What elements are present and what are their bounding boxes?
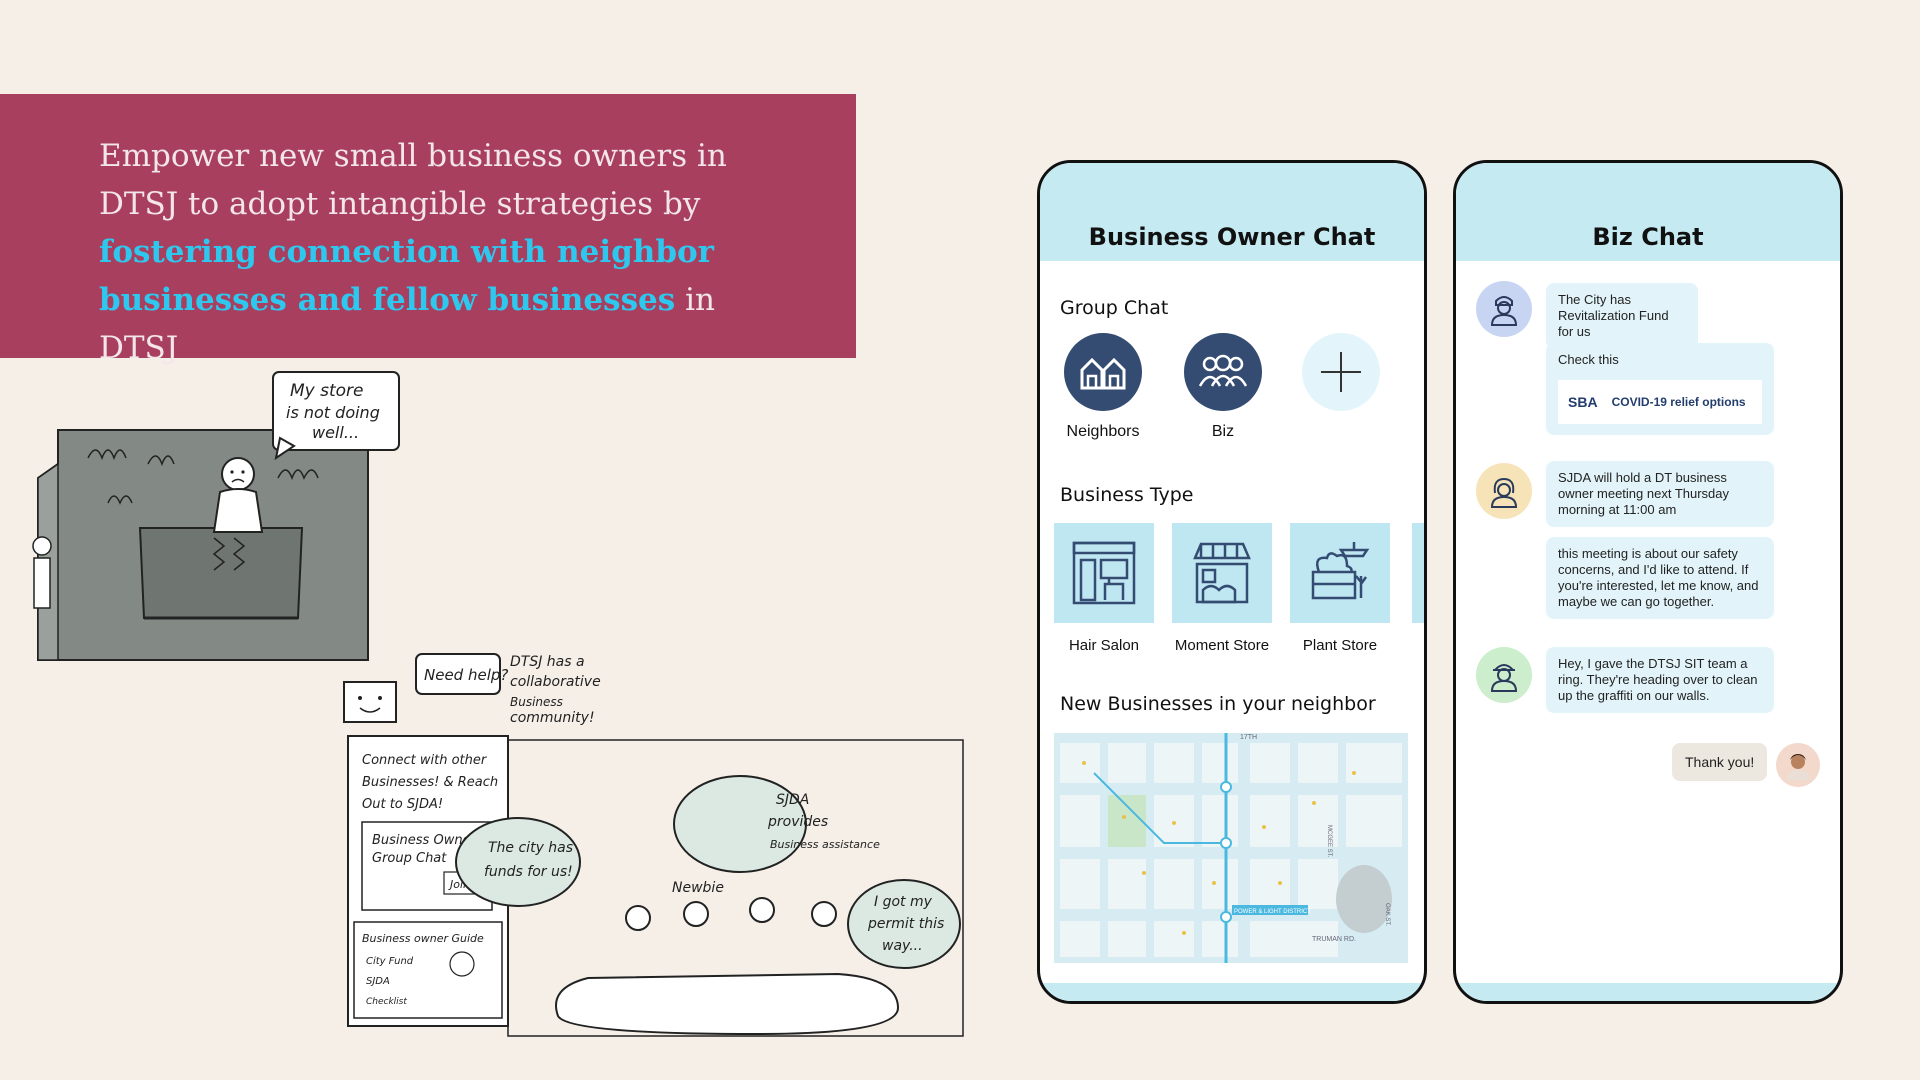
bubble-sjda-line: provides [767,814,828,830]
my-reply-message: Thank you! [1672,743,1768,781]
bubble-sjda-line: Business assistance [770,838,880,851]
card-guide-item: Checklist [366,997,407,1007]
community-note-line: Business [510,695,563,709]
phone-header: Biz Chat [1456,163,1840,261]
phone-header: Business Owner Chat [1040,163,1424,261]
bubble-permit-line: I got my [874,894,933,910]
community-note-line: collaborative [510,674,601,690]
bubble-city-line: The city has [488,840,573,856]
link-card[interactable]: SBA COVID-19 relief options [1558,380,1762,424]
business-type-label: Hair Salon [1068,637,1140,654]
phone-footer [1456,983,1840,1001]
map-street-label: 17TH [1240,734,1257,741]
community-note-line: DTSJ has a [510,654,585,670]
neighborhood-map[interactable]: POWER & LIGHT DISTRICT TRUMAN RD. 17TH M… [1054,733,1408,963]
headline-part-2: in DTSJ [99,282,715,366]
business-type-label: Plant Store [1302,637,1378,654]
map-district-label: POWER & LIGHT DISTRICT [1234,909,1311,915]
card-guide-text: Business owner Guide [362,932,484,945]
headline-banner: Empower new small business owners in DTS… [0,94,856,366]
business-type-heading: Business Type [1060,484,1194,506]
bubble-permit-line: permit this [867,916,944,932]
phone-biz-chat: Biz Chat The City has Revitalization Fun… [1453,160,1843,1004]
avatar-officer[interactable] [1476,281,1532,337]
card-guide-item: City Fund [366,956,414,967]
phone-title: Business Owner Chat [1088,223,1376,251]
people-icon [1184,333,1262,411]
business-type-more-tile[interactable] [1412,523,1424,623]
avatar-me[interactable] [1776,743,1820,787]
chat-message: SJDA will hold a DT business owner meeti… [1546,461,1774,527]
avatar-woman[interactable] [1476,463,1532,519]
headline-highlight: fostering connection with neighbor busin… [99,234,715,318]
add-group-chat-button[interactable] [1296,333,1386,411]
map-street-label: MCGEE ST. [1326,825,1332,858]
headline-text: Empower new small business owners in DTS… [99,132,799,372]
business-type-label: Moment Store [1174,637,1270,654]
bubble-permit-line: way... [882,938,923,954]
chat-message: Hey, I gave the DTSJ SIT team a ring. Th… [1546,647,1774,713]
plus-icon [1302,333,1380,411]
business-type-hair-salon[interactable]: Hair Salon [1054,523,1154,654]
chat-message: this meeting is about our safety concern… [1546,537,1774,619]
houses-icon [1064,333,1142,411]
chat-message: The City has Revitalization Fund for us [1546,283,1698,349]
card-guide-item: SJDA [366,976,390,987]
sketch-struggling-owner: My store is not doing well... [32,371,400,661]
group-chat-label: Neighbors [1066,423,1140,440]
sketch-speech-line: My store [290,381,364,401]
moment-store-icon [1172,523,1272,623]
newbie-label: Newbie [672,880,724,896]
group-chat-biz[interactable]: Biz [1178,333,1268,441]
chat-message-text: Check this [1558,352,1619,367]
sketch-business-community: Need help? DTSJ has a collaborative Busi… [343,653,964,1037]
phone-business-owner-chat: Business Owner Chat Group Chat Neighbors… [1037,160,1427,1004]
plant-store-icon [1290,523,1390,623]
avatar-worker[interactable] [1476,647,1532,703]
hair-salon-icon [1054,523,1154,623]
card-group-chat-line: Group Chat [372,851,447,866]
card-group-chat-line: Business Owner [372,833,478,848]
map-street-label: OAK ST. [1384,903,1390,926]
bubble-city-line: funds for us! [484,864,573,880]
map-street-label: TRUMAN RD. [1312,936,1356,943]
chat-message-with-link: Check this SBA COVID-19 relief options [1546,343,1774,435]
community-note-line: community! [510,710,595,726]
card-text-line: Connect with other [362,753,488,768]
relief-options-link[interactable]: COVID-19 relief options [1611,395,1746,409]
phone-title: Biz Chat [1592,223,1704,251]
group-chat-heading: Group Chat [1060,297,1169,319]
sketch-speech-line: is not doing [286,403,380,422]
business-type-plant-store[interactable]: Plant Store [1290,523,1390,654]
bubble-sjda-line: SJDA [776,792,809,808]
group-chat-label: Biz [1211,423,1235,440]
need-help-text: Need help? [424,666,508,684]
sba-logo-icon: SBA [1568,394,1598,410]
business-type-moment-store[interactable]: Moment Store [1172,523,1272,654]
card-text-line: Businesses! & Reach [362,775,498,790]
card-text-line: Out to SJDA! [362,797,443,812]
new-businesses-heading: New Businesses in your neighbor [1060,693,1376,715]
phone-footer [1040,983,1424,1001]
headline-part-1: Empower new small business owners in DTS… [99,138,727,222]
group-chat-neighbors[interactable]: Neighbors [1058,333,1148,441]
sketch-speech-line: well... [312,423,359,442]
